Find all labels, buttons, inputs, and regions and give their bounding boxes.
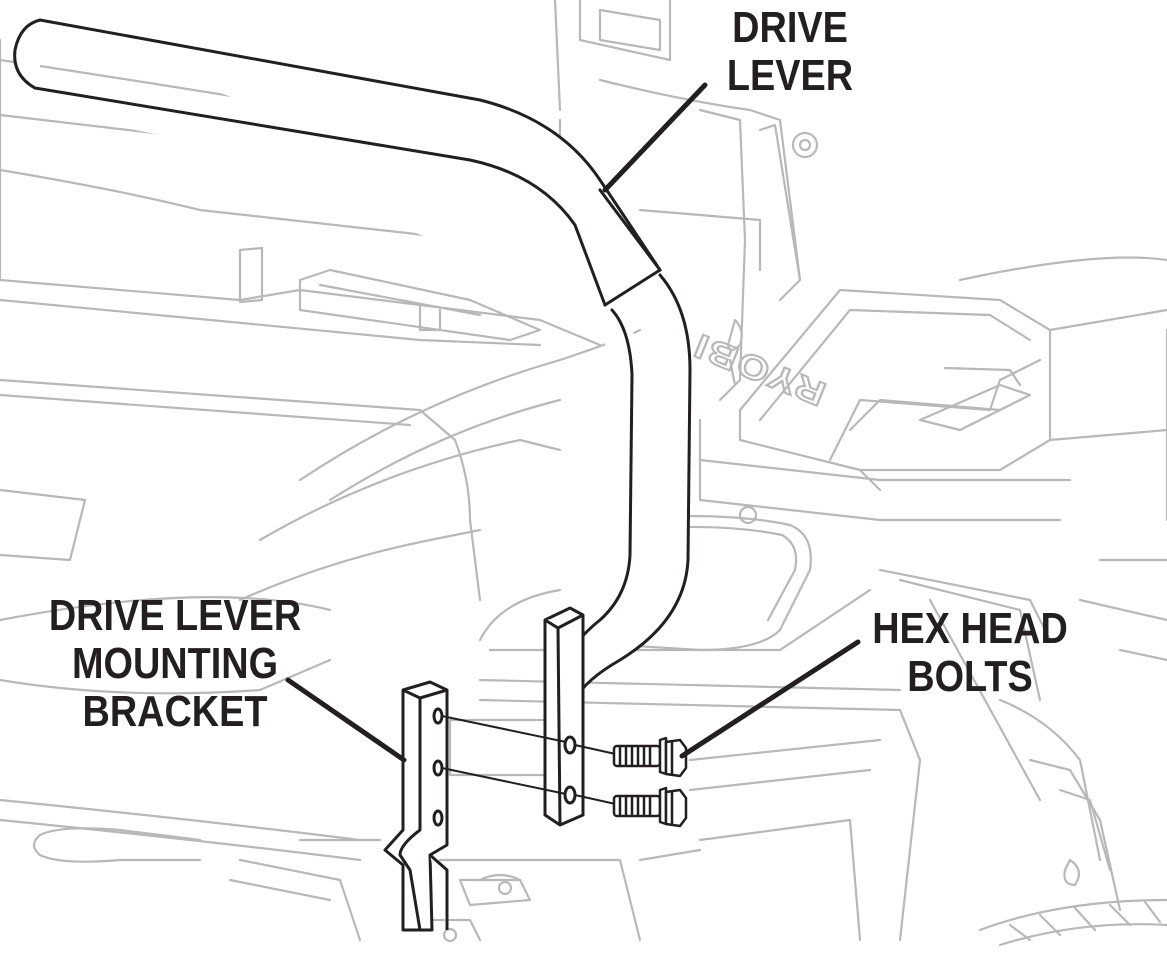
leader-line-bracket — [285, 677, 407, 763]
drive-lever-label-line2: LEVER — [726, 51, 854, 100]
mounting-bracket-label-line2: MOUNTING — [72, 639, 278, 688]
ryobi-logo: RYOBI — [686, 325, 832, 415]
drive-lever-label-line1: DRIVE — [732, 3, 848, 52]
drive-lever — [13, 18, 692, 702]
svg-text:RYOBI: RYOBI — [687, 326, 831, 414]
hex-head-bolts-label: HEX HEAD BOLTS — [867, 605, 1073, 701]
drive-lever-label: DRIVE LEVER — [713, 4, 868, 100]
hex-head-bolts-label-line1: HEX HEAD — [872, 604, 1068, 653]
mounting-bracket-label-line3: BRACKET — [82, 687, 268, 736]
hex-head-bolt-upper — [612, 736, 688, 778]
leader-line-hex-bolts — [679, 639, 861, 759]
mounting-bracket-label-line1: DRIVE LEVER — [48, 591, 302, 640]
leader-lines — [285, 82, 861, 763]
bolt-alignment-lines — [441, 715, 621, 806]
hex-head-bolt-lower — [612, 786, 688, 828]
drive-lever-plate — [543, 606, 585, 827]
leader-line-drive-lever — [602, 82, 708, 193]
drive-lever-mounting-bracket — [383, 680, 449, 932]
mounting-bracket-label: DRIVE LEVER MOUNTING BRACKET — [42, 592, 309, 736]
hex-head-bolts-label-line2: BOLTS — [907, 652, 1033, 701]
